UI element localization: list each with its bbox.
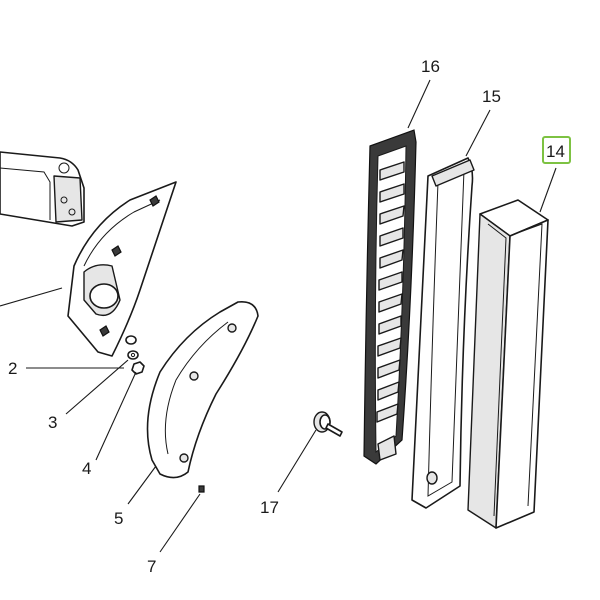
leader-5 xyxy=(127,465,157,505)
callout-2: 2 xyxy=(8,359,17,378)
callout-14: 14 xyxy=(546,142,565,161)
screw-part xyxy=(198,485,205,493)
leader-16 xyxy=(407,79,431,129)
leader-7 xyxy=(159,493,201,553)
corner-trim-part xyxy=(67,181,177,357)
push-clip-part xyxy=(131,361,145,375)
side-panel-part xyxy=(146,300,259,479)
grille-part xyxy=(363,129,417,465)
callout-15: 15 xyxy=(482,87,501,106)
leader-17 xyxy=(277,429,317,493)
callout-14-highlight-box xyxy=(542,136,571,164)
bezel-part xyxy=(411,157,475,509)
grille-slats xyxy=(376,161,405,423)
washer-part xyxy=(125,335,139,360)
leader-15 xyxy=(465,109,491,157)
callout-16: 16 xyxy=(421,57,440,76)
leader-4 xyxy=(95,371,137,461)
callout-3: 3 xyxy=(48,413,57,432)
upper-bracket-part xyxy=(0,151,85,227)
callout-7: 7 xyxy=(147,557,156,576)
callout-4: 4 xyxy=(82,459,91,478)
callout-17: 17 xyxy=(260,498,279,517)
leader-3 xyxy=(65,359,129,415)
knob-part xyxy=(313,411,343,437)
callout-5: 5 xyxy=(114,509,123,528)
filter-block-part xyxy=(467,199,549,529)
leader-14 xyxy=(539,167,557,213)
